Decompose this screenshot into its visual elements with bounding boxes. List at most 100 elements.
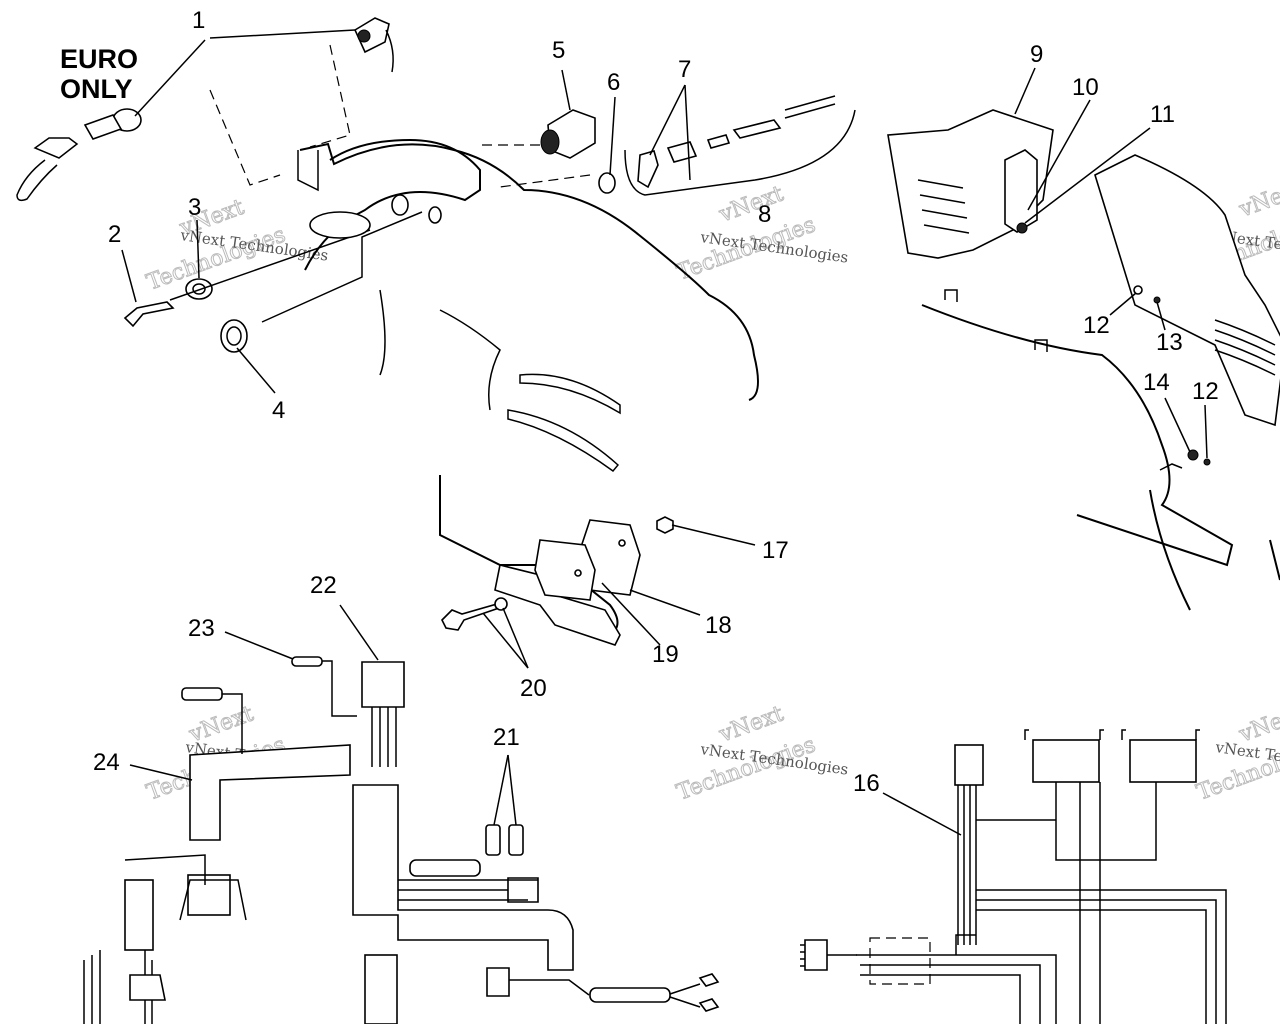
callout-2: 2 — [108, 221, 121, 248]
plug-16 — [804, 939, 828, 971]
leader-2 — [121, 249, 137, 303]
leader-21a — [493, 754, 509, 826]
callout-5: 5 — [552, 37, 565, 64]
inline-connector — [409, 859, 481, 877]
harness-branch-left — [189, 744, 351, 841]
euro-key-switch-body — [357, 29, 371, 43]
frame-rail — [921, 304, 1234, 567]
relay-module-front — [534, 539, 596, 601]
leader-10 — [1027, 99, 1091, 211]
plug-connector — [507, 877, 539, 903]
relay-clip — [179, 879, 247, 921]
hood-oval-hole — [309, 211, 371, 239]
harness-run-2 — [976, 889, 1227, 1024]
bolt-11 — [1016, 222, 1028, 234]
hex-nut-17 — [656, 516, 674, 534]
leader-21b — [507, 754, 517, 826]
watermark-group: vNext Technologies vNext Technologies vN… — [143, 176, 1280, 806]
washer-12a — [1133, 285, 1143, 295]
leader-3 — [196, 219, 200, 279]
shield-assembly — [887, 109, 1280, 611]
mounting-tab-2 — [1034, 339, 1048, 352]
hood-slot-2 — [507, 409, 620, 473]
hood-slot-1 — [519, 373, 621, 415]
callout-12a: 12 — [1083, 312, 1110, 339]
harness-trunk-16 — [957, 785, 977, 945]
leader-12b — [1204, 404, 1208, 459]
callout-8: 8 — [758, 201, 771, 228]
callout-1: 1 — [192, 7, 205, 34]
terminal-end-2 — [698, 998, 720, 1012]
connector-16 — [954, 744, 984, 786]
harness-branch-link — [124, 854, 206, 885]
relay-left-16 — [1032, 739, 1100, 783]
callout-23: 23 — [188, 615, 215, 642]
callout-19: 19 — [652, 641, 679, 668]
leader-14 — [1164, 397, 1191, 453]
shield-vents — [917, 179, 970, 234]
leader-20b — [502, 607, 529, 669]
lead-23 — [322, 660, 357, 717]
switch-ring-inner — [226, 326, 242, 346]
leader-lines — [121, 29, 1208, 836]
callout-10: 10 — [1072, 74, 1099, 101]
leader-20a — [482, 612, 529, 669]
region-label-line-2: ONLY — [60, 74, 133, 104]
nut-14 — [1187, 449, 1199, 461]
harness-bundle-top — [371, 707, 397, 767]
fuse-holder-23 — [291, 656, 323, 667]
harness-sleeve-bottom — [364, 954, 398, 1024]
leader-16 — [882, 792, 962, 836]
switch-ring — [220, 319, 248, 353]
callout-11: 11 — [1150, 101, 1175, 128]
leader-19 — [601, 582, 661, 646]
harness-run-3 — [856, 934, 1057, 1024]
switch-nut — [185, 278, 213, 300]
euro-plug — [33, 137, 79, 159]
ignition-key — [123, 301, 175, 328]
module-hole-2 — [618, 539, 626, 547]
hood-contour — [379, 289, 501, 411]
callout-13: 13 — [1156, 329, 1183, 356]
module-hole-1 — [574, 569, 582, 577]
leader-18 — [629, 589, 701, 616]
inline-fuse-bottom — [589, 987, 671, 1003]
callout-22: 22 — [310, 572, 337, 599]
harness-run-4 — [1079, 782, 1101, 1024]
guide-ring — [261, 211, 423, 323]
watermark-outline-9: vNext — [715, 701, 787, 747]
relay-block — [187, 874, 231, 916]
leader-6 — [609, 96, 616, 176]
washer — [598, 172, 616, 194]
connector-22 — [361, 661, 405, 708]
callout-7: 7 — [678, 56, 691, 83]
ignition-assembly — [16, 17, 856, 636]
callout-16: 16 — [853, 770, 880, 797]
harness-leads-bottom — [509, 979, 701, 1008]
bracket-8 — [624, 109, 856, 196]
terminal-end-1 — [698, 973, 720, 987]
screw-20 — [441, 603, 501, 631]
harness-boot-dashed — [869, 937, 931, 985]
harness-run-1 — [976, 782, 1157, 861]
harness-wires-right — [398, 879, 538, 901]
fuse-21a — [485, 824, 501, 856]
lead-24 — [222, 693, 243, 754]
leader-5 — [561, 69, 571, 111]
hood-hole-2 — [428, 206, 442, 224]
watermark-outline-3: vNext — [715, 181, 787, 227]
leader-23 — [224, 631, 294, 660]
guide-key-nut — [169, 229, 371, 301]
watermark-outline-5: vNext — [1235, 176, 1280, 222]
harness-right — [800, 729, 1227, 1024]
fuse-24 — [181, 687, 223, 701]
leader-7b — [684, 84, 691, 181]
guide-euro-2 — [309, 44, 351, 148]
connector-bottom — [486, 967, 510, 997]
callout-17: 17 — [762, 537, 789, 564]
leader-22 — [339, 604, 379, 661]
euro-key-lead — [385, 29, 394, 73]
harness-wires-left — [83, 950, 153, 1024]
terminal-plug-left — [129, 974, 166, 1001]
